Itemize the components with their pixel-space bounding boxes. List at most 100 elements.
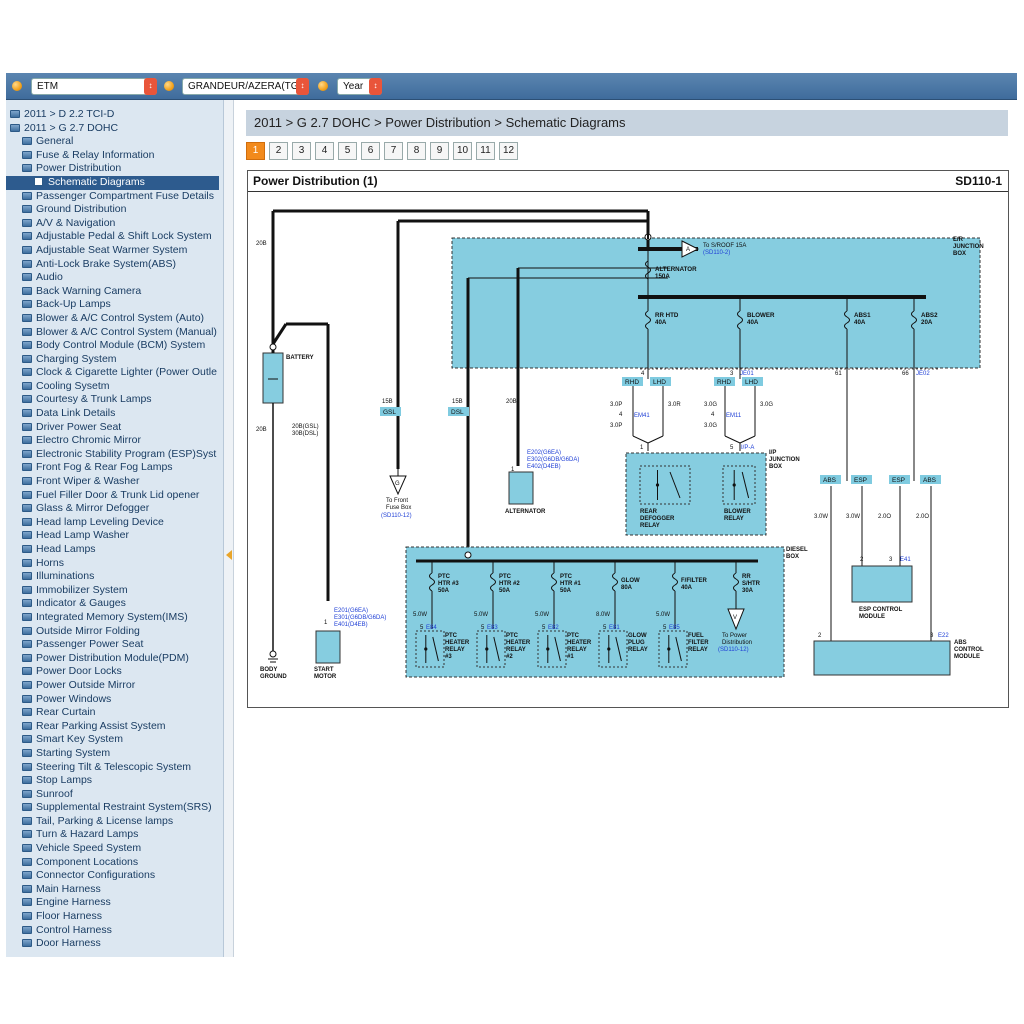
tree-item[interactable]: Outside Mirror Folding	[6, 625, 223, 639]
folder-icon	[22, 382, 32, 390]
tree-item[interactable]: Clock & Cigarette Lighter (Power Outle	[6, 366, 223, 380]
schematic-label: GSL	[383, 409, 396, 416]
tree-item[interactable]: Power Distribution	[6, 162, 223, 176]
folder-icon	[22, 817, 32, 825]
tree-item[interactable]: Schematic Diagrams	[6, 176, 219, 190]
schematic-label: RELAY	[688, 647, 708, 653]
tree-item[interactable]: Electro Chromic Mirror	[6, 434, 223, 448]
page-tab-9[interactable]: 9	[430, 142, 449, 160]
tree-item[interactable]: Sunroof	[6, 788, 223, 802]
tree-item[interactable]: Connector Configurations	[6, 869, 223, 883]
panel-splitter[interactable]	[224, 100, 234, 957]
tree-item[interactable]: Front Fog & Rear Fog Lamps	[6, 461, 223, 475]
tree-item[interactable]: Power Outside Mirror	[6, 679, 223, 693]
tree-item[interactable]: 2011 > D 2.2 TCI-D	[6, 108, 223, 122]
folder-icon	[22, 735, 32, 743]
tree-item[interactable]: Blower & A/C Control System (Manual)	[6, 326, 223, 340]
tree-item[interactable]: Stop Lamps	[6, 774, 223, 788]
page-tab-8[interactable]: 8	[407, 142, 426, 160]
tree-item[interactable]: Head Lamp Washer	[6, 529, 223, 543]
tree-item[interactable]: Supplemental Restraint System(SRS)	[6, 801, 223, 815]
tree-item[interactable]: Rear Parking Assist System	[6, 720, 223, 734]
page-tab-12[interactable]: 12	[499, 142, 518, 160]
schematic-label: 50A	[560, 588, 572, 594]
tree-item[interactable]: Starting System	[6, 747, 223, 761]
page-tab-6[interactable]: 6	[361, 142, 380, 160]
tree-item[interactable]: Turn & Hazard Lamps	[6, 828, 223, 842]
chevron-updown-icon[interactable]: ↕	[296, 78, 309, 95]
schematic-label: 5.0W	[413, 612, 427, 618]
model-value: GRANDEUR/AZERA(TG)	[188, 81, 302, 92]
tree-item[interactable]: Floor Harness	[6, 910, 223, 924]
tree-item[interactable]: Data Link Details	[6, 407, 223, 421]
tree-item[interactable]: Back-Up Lamps	[6, 298, 223, 312]
tree-item[interactable]: Vehicle Speed System	[6, 842, 223, 856]
tree-item[interactable]: Courtesy & Trunk Lamps	[6, 393, 223, 407]
tree-item[interactable]: Immobilizer System	[6, 584, 223, 598]
tree-item[interactable]: Rear Curtain	[6, 706, 223, 720]
tree-item[interactable]: Indicator & Gauges	[6, 597, 223, 611]
tree-item[interactable]: Cooling Sysetm	[6, 380, 223, 394]
tree-item[interactable]: Fuse & Relay Information	[6, 149, 223, 163]
schematic-label: 15B	[382, 399, 393, 405]
tree-item[interactable]: 2011 > G 2.7 DOHC	[6, 122, 223, 136]
tree-item[interactable]: Front Wiper & Washer	[6, 475, 223, 489]
page-tab-4[interactable]: 4	[315, 142, 334, 160]
tree-item[interactable]: Ground Distribution	[6, 203, 223, 217]
folder-icon	[22, 803, 32, 811]
page-tab-2[interactable]: 2	[269, 142, 288, 160]
tree-item[interactable]: Fuel Filler Door & Trunk Lid opener	[6, 489, 223, 503]
page-tab-7[interactable]: 7	[384, 142, 403, 160]
tree-item[interactable]: Door Harness	[6, 937, 223, 951]
schematic-label: #3	[445, 654, 452, 660]
page-tab-3[interactable]: 3	[292, 142, 311, 160]
tree-item[interactable]: Passenger Power Seat	[6, 638, 223, 652]
page-tab-5[interactable]: 5	[338, 142, 357, 160]
tree-item[interactable]: Tail, Parking & License lamps	[6, 815, 223, 829]
schematic-label: BODY	[260, 667, 277, 673]
tree-item[interactable]: Control Harness	[6, 924, 223, 938]
chevron-updown-icon[interactable]: ↕	[144, 78, 157, 95]
tree-item[interactable]: Body Control Module (BCM) System	[6, 339, 223, 353]
tree-item[interactable]: Audio	[6, 271, 223, 285]
model-select[interactable]: GRANDEUR/AZERA(TG) ↕	[182, 78, 309, 95]
schematic-label: MOTOR	[314, 674, 337, 680]
tree-item[interactable]: Glass & Mirror Defogger	[6, 502, 223, 516]
tree-item[interactable]: Steering Tilt & Telescopic System	[6, 761, 223, 775]
chevron-updown-icon[interactable]: ↕	[369, 78, 382, 95]
collapse-arrow-icon[interactable]	[226, 550, 232, 560]
tree-item[interactable]: Adjustable Pedal & Shift Lock System	[6, 230, 223, 244]
tree-item[interactable]: Engine Harness	[6, 896, 223, 910]
tree-item[interactable]: Power Door Locks	[6, 665, 223, 679]
tree-item-label: Glass & Mirror Defogger	[36, 502, 149, 514]
tree-item[interactable]: General	[6, 135, 223, 149]
tree-item[interactable]: Power Distribution Module(PDM)	[6, 652, 223, 666]
year-select[interactable]: Year ↕	[337, 78, 382, 95]
page-tab-10[interactable]: 10	[453, 142, 472, 160]
tree-item[interactable]: Component Locations	[6, 856, 223, 870]
folder-icon	[22, 287, 32, 295]
tree-item[interactable]: Back Warning Camera	[6, 285, 223, 299]
tree-item[interactable]: Power Windows	[6, 693, 223, 707]
tree-item[interactable]: A/V & Navigation	[6, 217, 223, 231]
tree-item[interactable]: Head lamp Leveling Device	[6, 516, 223, 530]
tree-item[interactable]: Main Harness	[6, 883, 223, 897]
tree-item[interactable]: Passenger Compartment Fuse Details	[6, 190, 223, 204]
tree-item[interactable]: Anti-Lock Brake System(ABS)	[6, 258, 223, 272]
tree-item[interactable]: Illuminations	[6, 570, 223, 584]
tree-item[interactable]: Head Lamps	[6, 543, 223, 557]
tree-item[interactable]: Integrated Memory System(IMS)	[6, 611, 223, 625]
folder-icon	[22, 613, 32, 621]
tree-item[interactable]: Adjustable Seat Warmer System	[6, 244, 223, 258]
tree-item[interactable]: Electronic Stability Program (ESP)Syst	[6, 448, 223, 462]
tree-item[interactable]: Charging System	[6, 353, 223, 367]
page-tab-1[interactable]: 1	[246, 142, 265, 160]
diesel-box	[406, 547, 784, 677]
tree-item[interactable]: Smart Key System	[6, 733, 223, 747]
tree-item[interactable]: Horns	[6, 557, 223, 571]
tree-item[interactable]: Blower & A/C Control System (Auto)	[6, 312, 223, 326]
page-tab-11[interactable]: 11	[476, 142, 495, 160]
folder-icon	[22, 504, 32, 512]
tree-item[interactable]: Driver Power Seat	[6, 421, 223, 435]
manual-type-select[interactable]: ETM ↕	[31, 78, 157, 95]
